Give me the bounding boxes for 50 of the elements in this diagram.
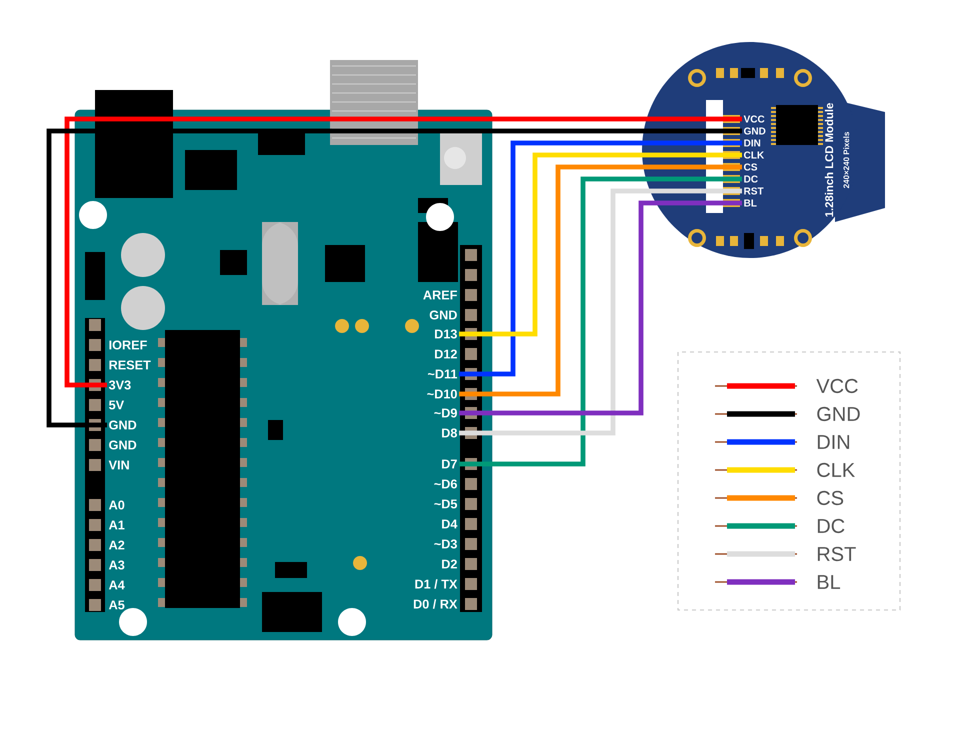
legend-label: DC	[818, 518, 844, 534]
pin-label: GND	[109, 420, 136, 430]
pin-label: A5	[108, 600, 124, 610]
pin-label: CS	[744, 163, 758, 171]
pin-label: A0	[108, 500, 124, 510]
pin-label: IOREF	[109, 340, 147, 350]
pin-label: A1	[108, 520, 124, 530]
legend-label: BL	[818, 575, 840, 589]
pin-label: DC	[744, 175, 758, 183]
pin-label: D0 / RX	[414, 599, 458, 609]
legend-label: CLK	[817, 462, 855, 478]
wire	[459, 164, 742, 396]
legend-label: VCC	[816, 378, 858, 394]
pin-label: ~D11	[428, 370, 458, 378]
pin-label: VIN	[108, 460, 129, 470]
wire	[64, 116, 742, 388]
pin-label: D7	[442, 460, 457, 468]
pin-label: RESET	[109, 360, 151, 370]
pin-label: ~D10	[427, 390, 457, 398]
pin-label: D8	[442, 428, 457, 438]
pin-label: D4	[442, 520, 458, 528]
wire	[46, 128, 742, 428]
pin-label: BL	[744, 200, 757, 206]
legend-label: CS	[817, 490, 844, 506]
pin-label: RST	[744, 187, 764, 195]
pin-label: GND	[109, 440, 136, 450]
pin-label: 3V3	[108, 380, 131, 390]
pin-label: VCC	[744, 115, 764, 123]
pin-label: D2	[442, 560, 457, 568]
pin-label: A3	[108, 560, 124, 570]
pin-label: ~D9	[434, 408, 457, 418]
wire	[459, 152, 742, 336]
pin-label: D1 / TX	[415, 579, 458, 589]
legend-label: DIN	[818, 435, 850, 449]
pin-label: D12	[435, 350, 457, 358]
pin-label: A2	[108, 540, 124, 550]
pin-label: 5V	[109, 400, 124, 410]
legend-label: RST	[818, 546, 856, 562]
pin-label: GND	[430, 310, 457, 320]
pin-label: DIN	[744, 140, 760, 146]
pin-label: CLK	[744, 151, 764, 159]
pin-label: GND	[744, 127, 766, 135]
pin-label: AREF	[423, 290, 457, 300]
pin-label: D13	[435, 330, 457, 338]
pin-label: A4	[108, 580, 125, 590]
legend-label: GND	[817, 406, 860, 422]
pin-label: ~D6	[434, 480, 457, 488]
wire	[459, 140, 742, 376]
pin-label: ~D5	[434, 500, 458, 508]
pin-label: ~D3	[434, 540, 457, 548]
